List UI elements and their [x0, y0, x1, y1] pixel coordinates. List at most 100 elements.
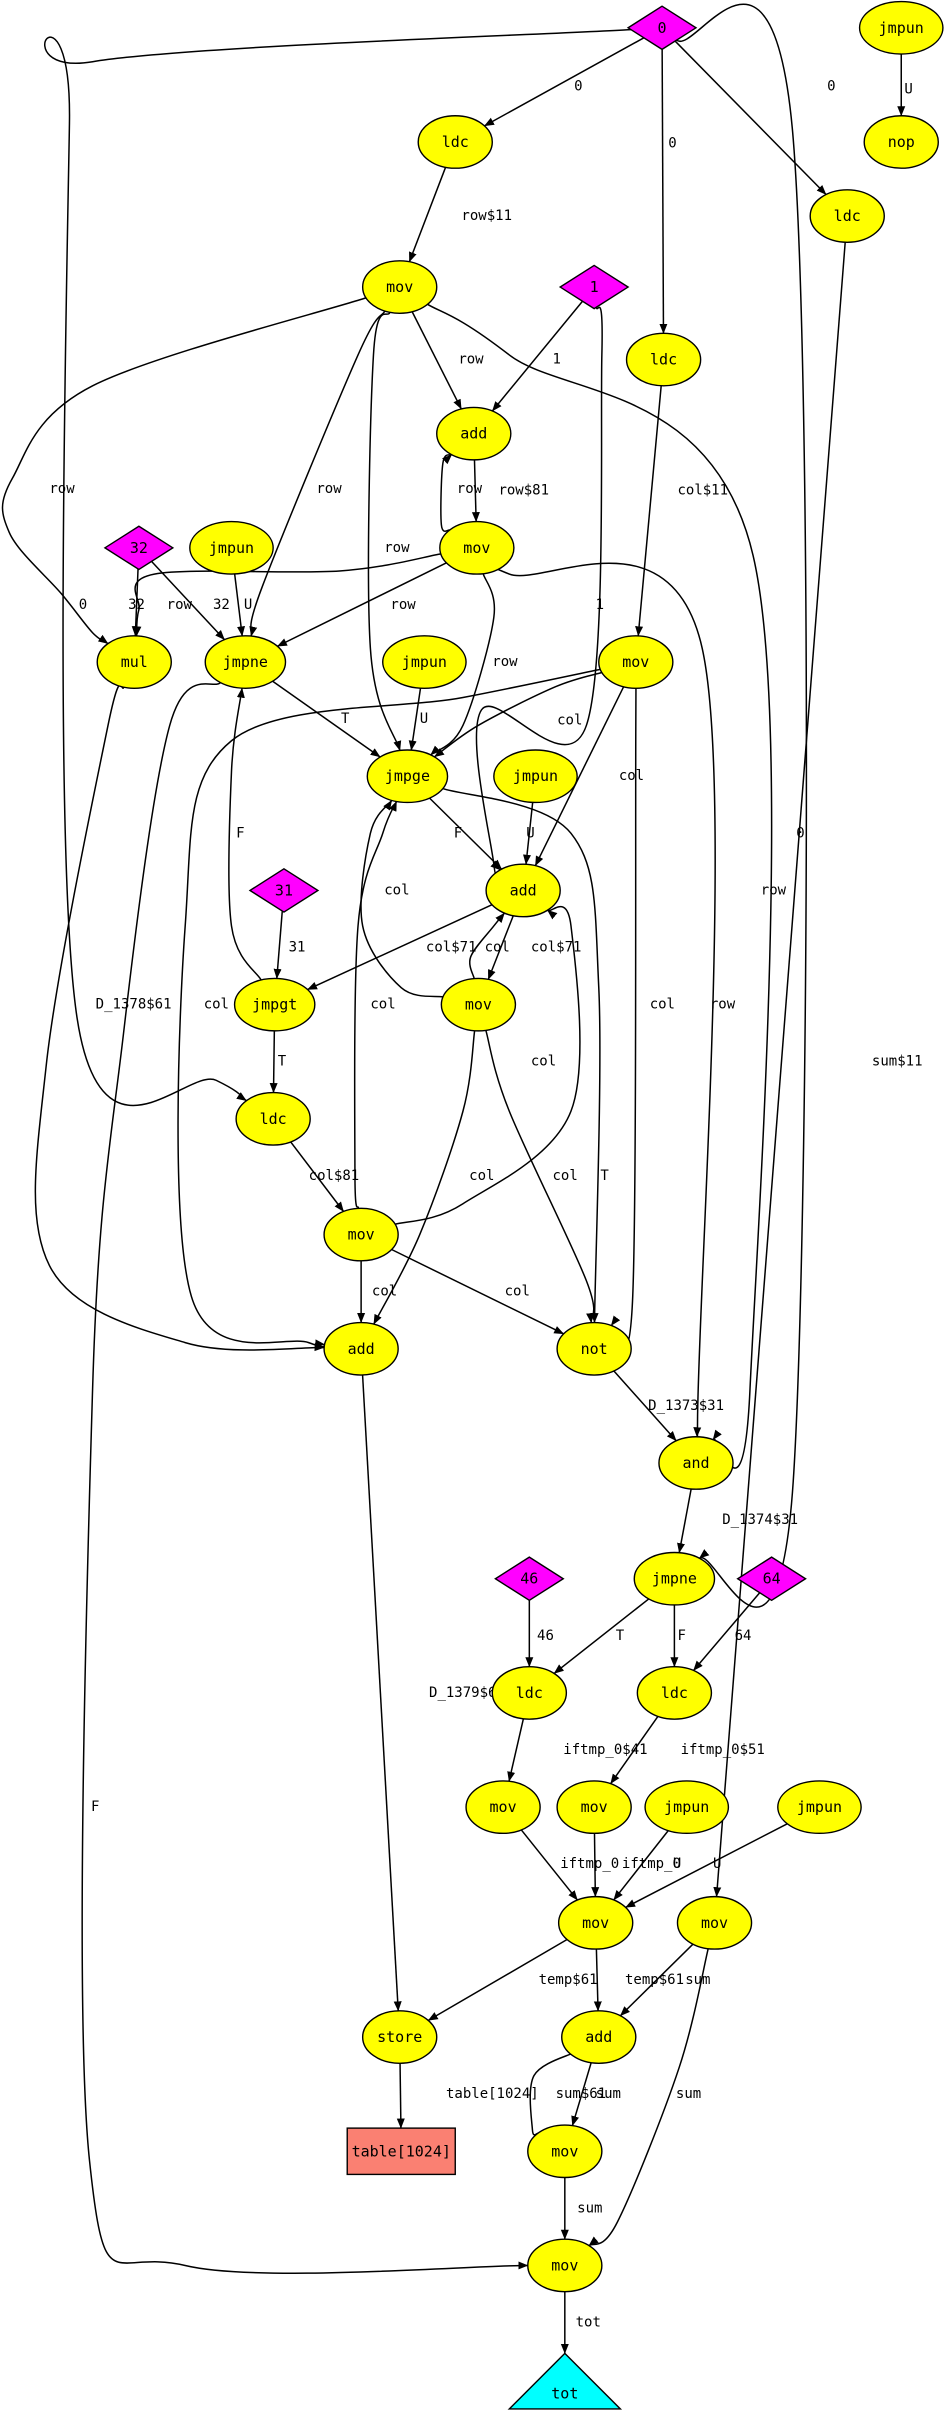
node-jmpun_e: jmpun [777, 1780, 862, 1835]
node-label: jmpne [223, 653, 268, 671]
edge-line [440, 453, 453, 532]
node-mov_col2: mov [440, 977, 517, 1032]
node-label: mov [581, 1798, 608, 1816]
edge-line [625, 1823, 788, 1909]
edge-line [677, 1488, 692, 1554]
edge-line [361, 1374, 402, 2012]
edge-line [507, 1718, 525, 1782]
node-label: jmpge [385, 767, 430, 785]
node-label: tot [551, 2385, 578, 2403]
edge-jmpun_b-to-jmpge: U [408, 688, 428, 751]
node-nop: nop [863, 115, 939, 169]
edge-ldc_sum-to-mov_sum: sum$11 [713, 242, 923, 1898]
edge-label: U [244, 597, 252, 613]
node-tot: tot [507, 2352, 623, 2410]
node-label: add [510, 881, 537, 899]
edge-line [249, 310, 386, 637]
edge-label: col [370, 997, 395, 1013]
edge-label: F [91, 1799, 99, 1815]
edge-line [269, 1030, 278, 1094]
edge-line [610, 1715, 659, 1785]
edge-line [408, 167, 447, 263]
node-jmpun_b: jmpun [382, 635, 467, 689]
node-label: jmpun [209, 539, 254, 557]
node-mov_a: mov [465, 1780, 541, 1835]
node-shape [561, 2010, 637, 2064]
edge-mov_row2-to-add_row: row [440, 453, 483, 532]
edge-line [588, 1948, 709, 2247]
edge-jmpgt-to-ldc_c8: T [269, 1030, 287, 1094]
node-ldc64: ldc [636, 1665, 713, 1720]
node-shape [809, 189, 885, 243]
edge-line [290, 1141, 345, 1212]
edge-label: col [531, 1054, 556, 1070]
node-jmpun_a: jmpun [189, 520, 274, 575]
edge-label: D_1373$31 [648, 1398, 724, 1414]
edge-label: 31 [289, 940, 306, 956]
node-c64: 64 [736, 1556, 807, 1602]
edge-label: T [600, 1168, 609, 1184]
edge-store-to-table: table[1024] [396, 2063, 539, 2129]
node-label: jmpun [797, 1798, 842, 1816]
edge-line [373, 1030, 476, 1325]
node-ldc_row: ldc [417, 115, 493, 169]
edge-c0-to-ldc_row: 0 [484, 37, 645, 127]
edge-mul-to-add_idx: D_1378$61 [34, 684, 325, 1352]
node-shape [494, 1556, 565, 1602]
edge-mov_col3-to-not: col [391, 1248, 565, 1335]
edge-label: 0 [574, 78, 582, 94]
edge-line [228, 687, 262, 981]
edge-label: D_1374$31 [722, 1512, 798, 1528]
node-label: mov [463, 539, 490, 557]
edge-label: row [710, 997, 736, 1013]
node-shape [644, 1780, 730, 1835]
edge-line [674, 40, 827, 196]
edge-label: F [236, 825, 244, 841]
edge-line [131, 568, 140, 637]
edge-label: sum$11 [872, 1054, 923, 1070]
edge-label: U [713, 1856, 721, 1872]
edge-mov_temp-to-add_sum: temp$61 [593, 1949, 684, 2012]
edge-label: col$11 [677, 483, 728, 499]
node-shape [863, 115, 939, 169]
node-label: 64 [763, 1570, 781, 1588]
edge-line [523, 802, 534, 865]
node-shape [440, 977, 517, 1032]
node-label: add [348, 1340, 375, 1358]
edge-line [613, 1830, 669, 1901]
edge-label: row [492, 654, 518, 670]
edge-mov_row2-to-mul: row [133, 553, 441, 637]
edge-label: col$71 [426, 940, 477, 956]
edge-line [593, 1949, 602, 2012]
edge-label: D_1379$61 [429, 1685, 505, 1701]
edge-label: sum [685, 1972, 710, 1988]
node-shape [235, 1091, 311, 1146]
node-c31: 31 [248, 868, 320, 913]
edge-label: row [761, 882, 787, 898]
edge-line [571, 2062, 592, 2127]
edge-label: row [316, 481, 342, 497]
edge-mov_row-to-jmpge: row [367, 311, 410, 751]
edge-label: sum [596, 2086, 621, 2102]
node-label: mov [465, 996, 492, 1014]
edge-line [635, 385, 662, 637]
edge-line [1, 297, 367, 645]
edge-jmpne1-to-jmpge: T [272, 680, 381, 758]
node-shape [556, 1780, 632, 1835]
edge-ldc64-to-mov_b: iftmp_0$51 [610, 1715, 765, 1785]
edge-mov_temp-to-store: temp$61 [427, 1938, 598, 2022]
edge-label: col [469, 1168, 494, 1184]
edge-mov_col3-to-add_idx: col [357, 1260, 397, 1324]
node-shape [361, 2010, 438, 2064]
node-label: mov [701, 1914, 728, 1932]
node-label: add [460, 425, 487, 443]
node-shape [248, 868, 320, 913]
node-shape [465, 1780, 541, 1835]
node-mov_col: mov [598, 635, 674, 689]
node-label: mov [386, 278, 413, 296]
node-label: jmpun [513, 767, 558, 785]
edge-line [484, 37, 645, 127]
edge-label: row [390, 597, 416, 613]
node-label: store [377, 2028, 422, 2046]
node-shape [382, 635, 467, 689]
